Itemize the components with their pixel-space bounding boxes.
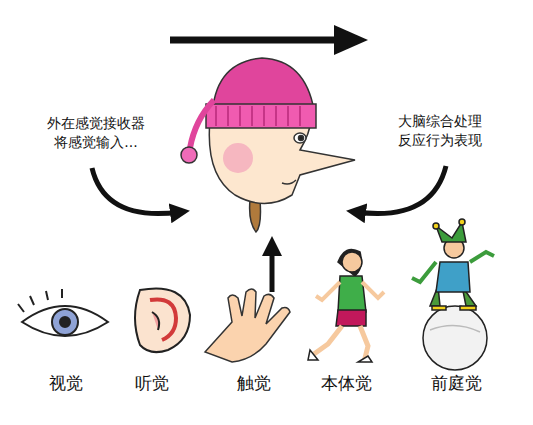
girl-head <box>181 58 355 232</box>
runner-figure <box>308 250 384 362</box>
ear-icon <box>135 288 190 352</box>
sense-label: 视觉 <box>49 372 83 395</box>
output-note: 大脑综合处理 反应行为表现 <box>396 112 484 150</box>
input-arrow <box>92 168 180 214</box>
input-note: 外在感觉接收器 将感觉输入... <box>45 114 147 152</box>
sense-label: 触觉 <box>237 372 271 395</box>
up-arrow <box>270 246 275 292</box>
sense-label: 前庭觉 <box>431 372 482 395</box>
hand-icon <box>205 289 290 362</box>
sense-label: 听觉 <box>135 372 169 395</box>
flow-arrow <box>170 25 368 55</box>
output-arrow <box>356 166 446 214</box>
sense-label: 本体觉 <box>321 372 372 395</box>
eye-icon <box>18 289 108 336</box>
balance-figure <box>412 219 494 370</box>
